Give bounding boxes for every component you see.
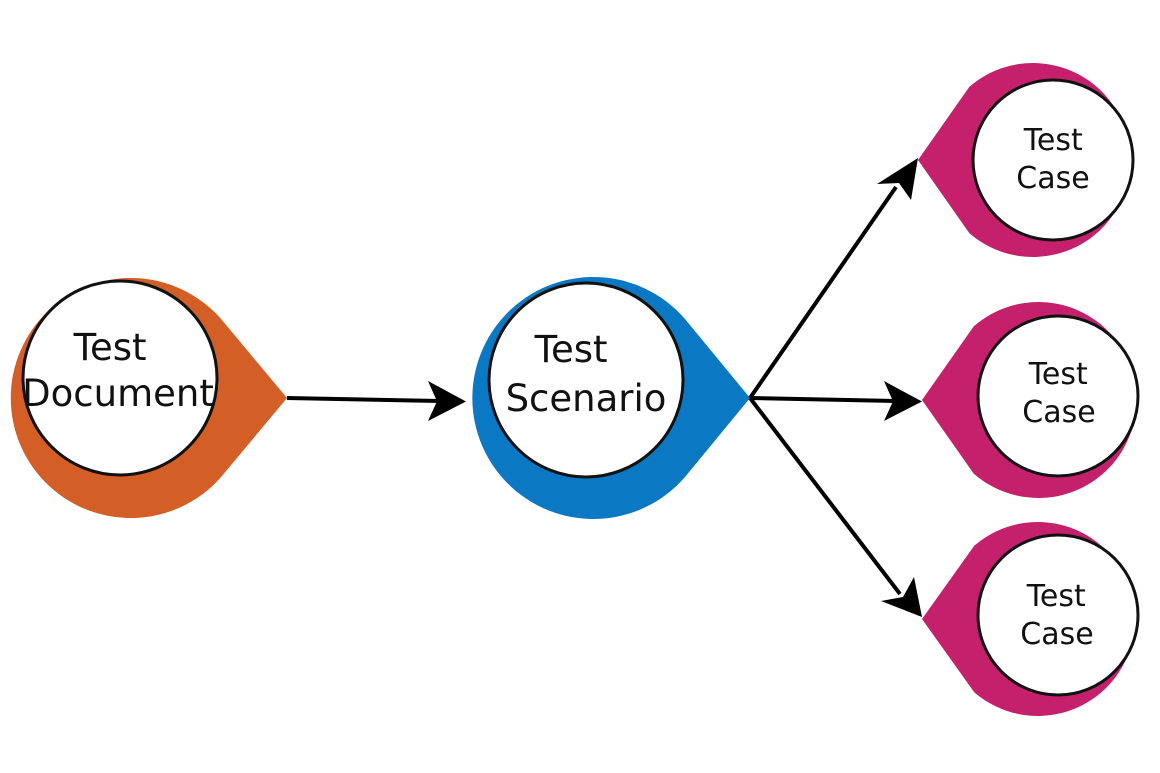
test-case-3-inner-circle [976, 533, 1140, 697]
test-scenario-inner-circle [487, 281, 685, 479]
node-test-scenario: Test Scenario [472, 277, 750, 519]
test-case-2-label: Test Case [1022, 357, 1097, 430]
connector-scenario-to-case-3 [748, 396, 922, 617]
test-case-3-label: Test Case [1020, 579, 1095, 652]
test-case-2-inner-circle [976, 314, 1140, 478]
connector-line [748, 396, 902, 596]
connector-line [286, 396, 441, 403]
test-document-label-line-2: Document [22, 372, 214, 415]
test-document-label: Test Document [22, 326, 214, 415]
test-case-3-label-line-1: Test [1026, 579, 1086, 614]
test-scenario-label: Test Scenario [506, 328, 667, 420]
test-case-1-label-line-1: Test [1023, 123, 1083, 158]
node-test-document: Test Document [10, 278, 288, 518]
connector-scenario-to-case-2 [749, 381, 922, 421]
connector-document-to-scenario [286, 381, 466, 421]
node-test-case-1: Test Case [918, 63, 1135, 257]
test-case-3-label-line-2: Case [1020, 617, 1093, 652]
node-test-case-3: Test Case [922, 521, 1140, 716]
test-document-inner-circle [21, 279, 219, 477]
test-case-1-inner-circle [971, 78, 1135, 242]
arrowhead-icon [881, 577, 922, 617]
connector-scenario-to-case-1 [748, 158, 918, 400]
arrowhead-icon [877, 158, 918, 200]
node-test-case-2: Test Case [922, 302, 1140, 498]
test-case-1-label-line-2: Case [1016, 161, 1089, 196]
test-scenario-label-line-2: Scenario [506, 377, 667, 420]
arrowhead-icon [884, 381, 922, 421]
test-case-2-label-line-1: Test [1028, 357, 1088, 392]
arrowhead-icon [428, 381, 466, 421]
test-case-2-label-line-2: Case [1022, 395, 1095, 430]
test-scenario-label-line-1: Test [534, 328, 608, 371]
connector-line [748, 185, 898, 400]
test-case-1-label: Test Case [1016, 123, 1092, 196]
connector-line [749, 396, 895, 403]
test-document-label-line-1: Test [73, 326, 147, 369]
